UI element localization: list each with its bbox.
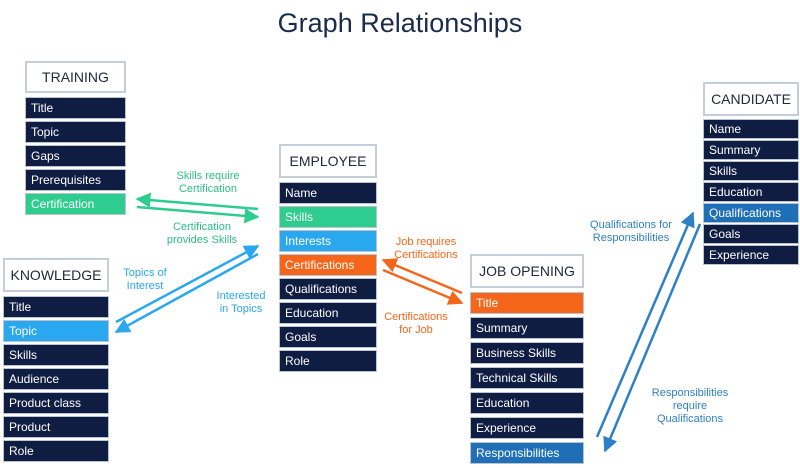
entity-field: Education	[279, 302, 377, 324]
entity-field: Title	[25, 97, 126, 119]
entity-field: Skills	[703, 161, 799, 181]
entity-field: Role	[3, 440, 109, 462]
entity-field: Topic	[25, 121, 126, 143]
page-title: Graph Relationships	[277, 8, 523, 38]
entity-field: Business Skills	[470, 342, 584, 364]
entity-knowledge: KNOWLEDGE Title Topic Skills Audience Pr…	[3, 258, 109, 462]
arrow-qualifications-for-responsibilities	[595, 211, 695, 438]
arrow-responsibilities-require-qualifications	[603, 223, 702, 453]
entity-field: Experience	[703, 245, 799, 265]
entity-candidate: CANDIDATE Name Summary Skills Education …	[703, 82, 799, 265]
entity-header: KNOWLEDGE	[3, 258, 109, 292]
entity-field: Qualifications	[279, 278, 377, 300]
label-skills-require-certification: Skills require Certification	[176, 170, 240, 195]
entity-training: TRAINING Title Topic Gaps Prerequisites …	[25, 61, 126, 215]
entity-field-highlight: Interests	[279, 230, 377, 252]
entity-field-highlight: Certifications	[279, 254, 377, 276]
entity-field: Experience	[470, 417, 584, 439]
entity-field: Goals	[279, 326, 377, 348]
entity-field: Role	[279, 350, 377, 372]
entity-header: CANDIDATE	[703, 82, 799, 116]
arrow-topics-of-interest	[115, 244, 260, 324]
label-topics-of-interest: Topics of Interest	[123, 267, 167, 292]
entity-header: TRAINING	[25, 61, 126, 93]
label-qualifications-for-responsibilities: Qualifications for Responsibilities	[590, 219, 672, 244]
entity-employee: EMPLOYEE Name Skills Interests Certifica…	[279, 144, 377, 372]
label-job-requires-certifications: Job requires Certifications	[394, 236, 458, 261]
entity-field: Name	[279, 182, 377, 204]
label-certification-provides-skills: Certification provides Skills	[166, 221, 238, 246]
entity-field: Summary	[470, 317, 584, 339]
entity-field-highlight: Skills	[279, 206, 377, 228]
entity-field: Product class	[3, 392, 109, 414]
entity-field: Education	[470, 392, 584, 414]
entity-field: Title	[3, 296, 109, 318]
entity-field-highlight: Qualifications	[703, 203, 799, 223]
entity-field: Prerequisites	[25, 169, 126, 191]
entity-field: Product	[3, 416, 109, 438]
entity-field-highlight: Title	[470, 292, 584, 314]
entity-field: Skills	[3, 344, 109, 366]
entity-field: Summary	[703, 140, 799, 160]
entity-field-highlight: Topic	[3, 320, 109, 342]
entity-field: Education	[703, 182, 799, 202]
entity-job-opening: JOB OPENING Title Summary Business Skill…	[470, 254, 584, 464]
label-interested-in-topics: Interested in Topics	[216, 290, 266, 315]
entity-field-highlight: Certification	[25, 193, 126, 215]
entity-field-highlight: Responsibilities	[470, 442, 584, 464]
entity-field: Audience	[3, 368, 109, 390]
label-responsibilities-require-qualifications: Responsibilities require Qualifications	[651, 387, 729, 425]
entity-header: EMPLOYEE	[279, 144, 377, 178]
entity-header: JOB OPENING	[470, 254, 584, 288]
arrow-job-requires-certifications	[381, 258, 463, 295]
entity-field: Goals	[703, 224, 799, 244]
entity-field: Gaps	[25, 145, 126, 167]
arrow-certifications-for-job	[382, 268, 464, 305]
label-certifications-for-job: Certifications for Job	[384, 311, 448, 336]
arrow-certification-provides-skills	[136, 205, 260, 224]
arrow-interested-in-topics	[114, 252, 259, 334]
arrow-skills-require-certification	[135, 192, 259, 211]
entity-field: Technical Skills	[470, 367, 584, 389]
entity-field: Name	[703, 119, 799, 139]
